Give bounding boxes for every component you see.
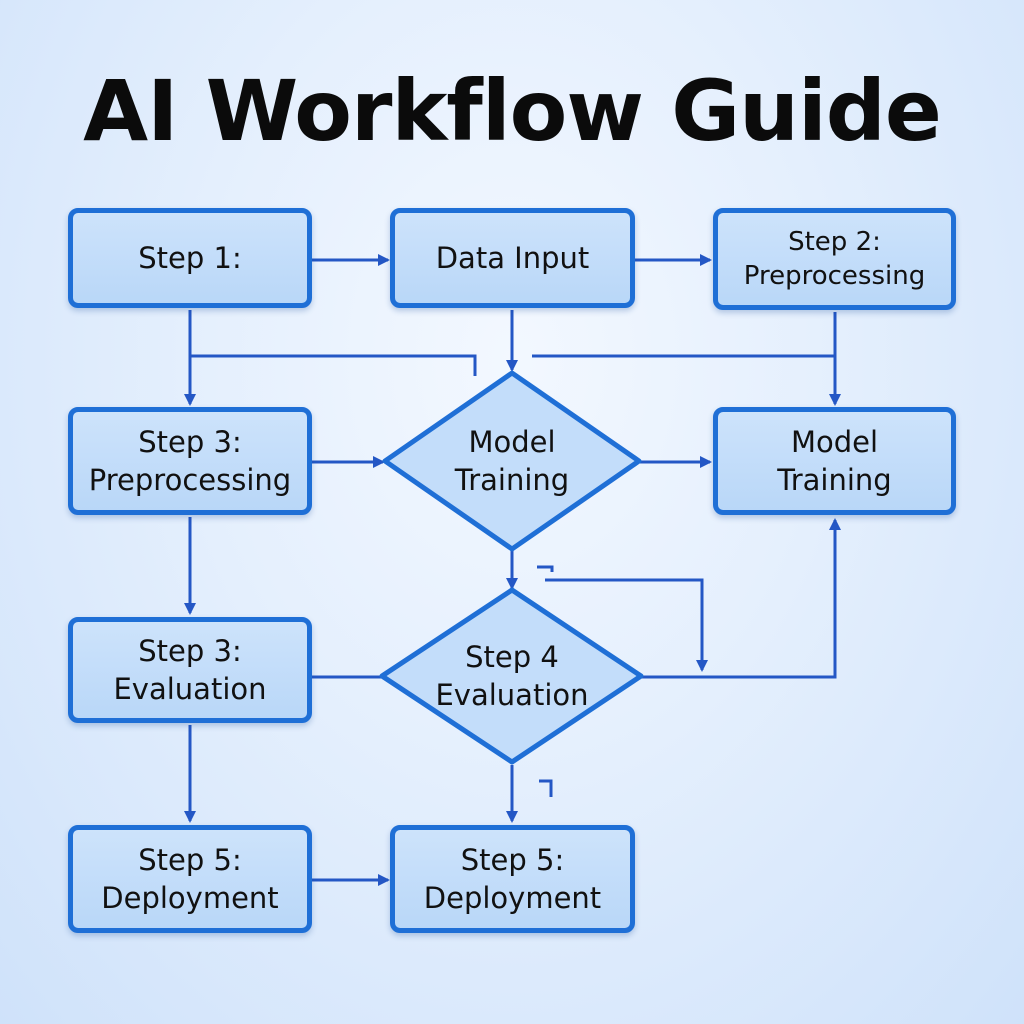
node-deployment-right-line-1: Step 5: (460, 842, 565, 877)
diamond-model-training-decision (382, 370, 642, 552)
corner-mark-top (537, 565, 554, 572)
node-preprocessing-3-line-2: Preprocessing (88, 463, 292, 497)
connector-left-horizontal (190, 354, 477, 376)
node-step1-line-1: Step 1: (138, 240, 242, 275)
node-deployment-left: Step 5: Deployment (68, 825, 312, 933)
node-step1: Step 1: (68, 208, 312, 308)
node-deployment-right: Step 5: Deployment (390, 825, 635, 933)
node-evaluation-3-line-1: Step 3: (138, 633, 242, 668)
node-preprocessing-2-line-2: Preprocessing (743, 261, 926, 291)
edge-evaluation-4-loop (545, 578, 708, 672)
node-evaluation-3-line-2: Evaluation (113, 672, 267, 706)
node-evaluation-4-decision: Step 4 Evaluation (412, 617, 612, 735)
diamond-evaluation-4-decision (379, 587, 644, 765)
page-title: AI Workflow Guide (83, 62, 942, 160)
node-preprocessing-2-line-1: Step 2: (788, 226, 881, 257)
node-evaluation-4-decision-line-2: Evaluation (435, 678, 589, 712)
node-evaluation-3: Step 3: Evaluation (68, 617, 312, 723)
node-preprocessing-3: Step 3: Preprocessing (68, 407, 312, 515)
node-model-training-decision-line-1: Model (468, 424, 556, 459)
node-model-training-decision: Model Training (412, 402, 612, 520)
node-preprocessing-2: Step 2: Preprocessing (713, 208, 956, 310)
node-model-training: Model Training (713, 407, 956, 515)
node-data-input: Data Input (390, 208, 635, 308)
edge-evaluation-4-to-model-training (640, 518, 841, 679)
node-deployment-right-line-2: Deployment (423, 881, 602, 915)
node-deployment-left-line-2: Deployment (101, 881, 279, 915)
node-model-training-line-1: Model (790, 424, 879, 459)
node-model-training-line-2: Training (777, 463, 892, 497)
node-data-input-line-1: Data Input (435, 240, 590, 275)
node-deployment-left-line-1: Step 5: (138, 842, 242, 877)
node-evaluation-4-decision-line-1: Step 4 (465, 639, 559, 674)
node-model-training-decision-line-2: Training (454, 463, 570, 497)
corner-mark-bottom (539, 779, 553, 797)
node-preprocessing-3-line-1: Step 3: (138, 424, 242, 459)
